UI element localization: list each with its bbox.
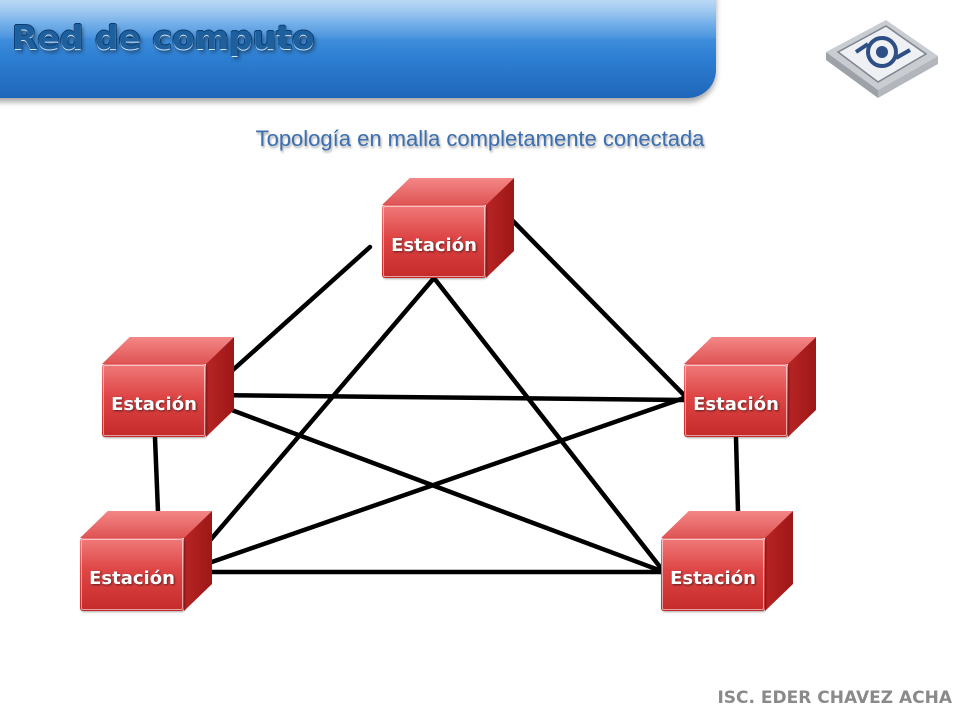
station-label: Estación [89,568,175,589]
header-bar [0,0,716,98]
station-top: Estación [382,178,514,278]
link-midleft-bottomleft [152,435,161,515]
station-label: Estación [111,394,197,415]
link-midright-bottomright [733,435,741,515]
diagram-subtitle: Topología en malla completamente conecta… [255,126,705,151]
station-bottom-left: Estación [80,511,212,611]
page-title: Red de computo [12,18,315,57]
link-midleft-midright [202,392,687,403]
link-top-bottomright [431,275,667,575]
station-label: Estación [670,568,756,589]
station-label: Estación [391,235,477,256]
link-top-bottomleft [180,275,437,575]
author-footer: ISC. EDER CHAVEZ ACHA [717,688,952,708]
station-label: Estación [693,394,779,415]
link-top-midright [509,217,687,398]
station-bottom-right: Estación [661,511,793,611]
institution-logo-icon [826,20,938,98]
station-mid-right: Estación [684,337,816,437]
station-mid-left: Estación [102,337,234,437]
link-midright-bottomleft [180,395,687,575]
